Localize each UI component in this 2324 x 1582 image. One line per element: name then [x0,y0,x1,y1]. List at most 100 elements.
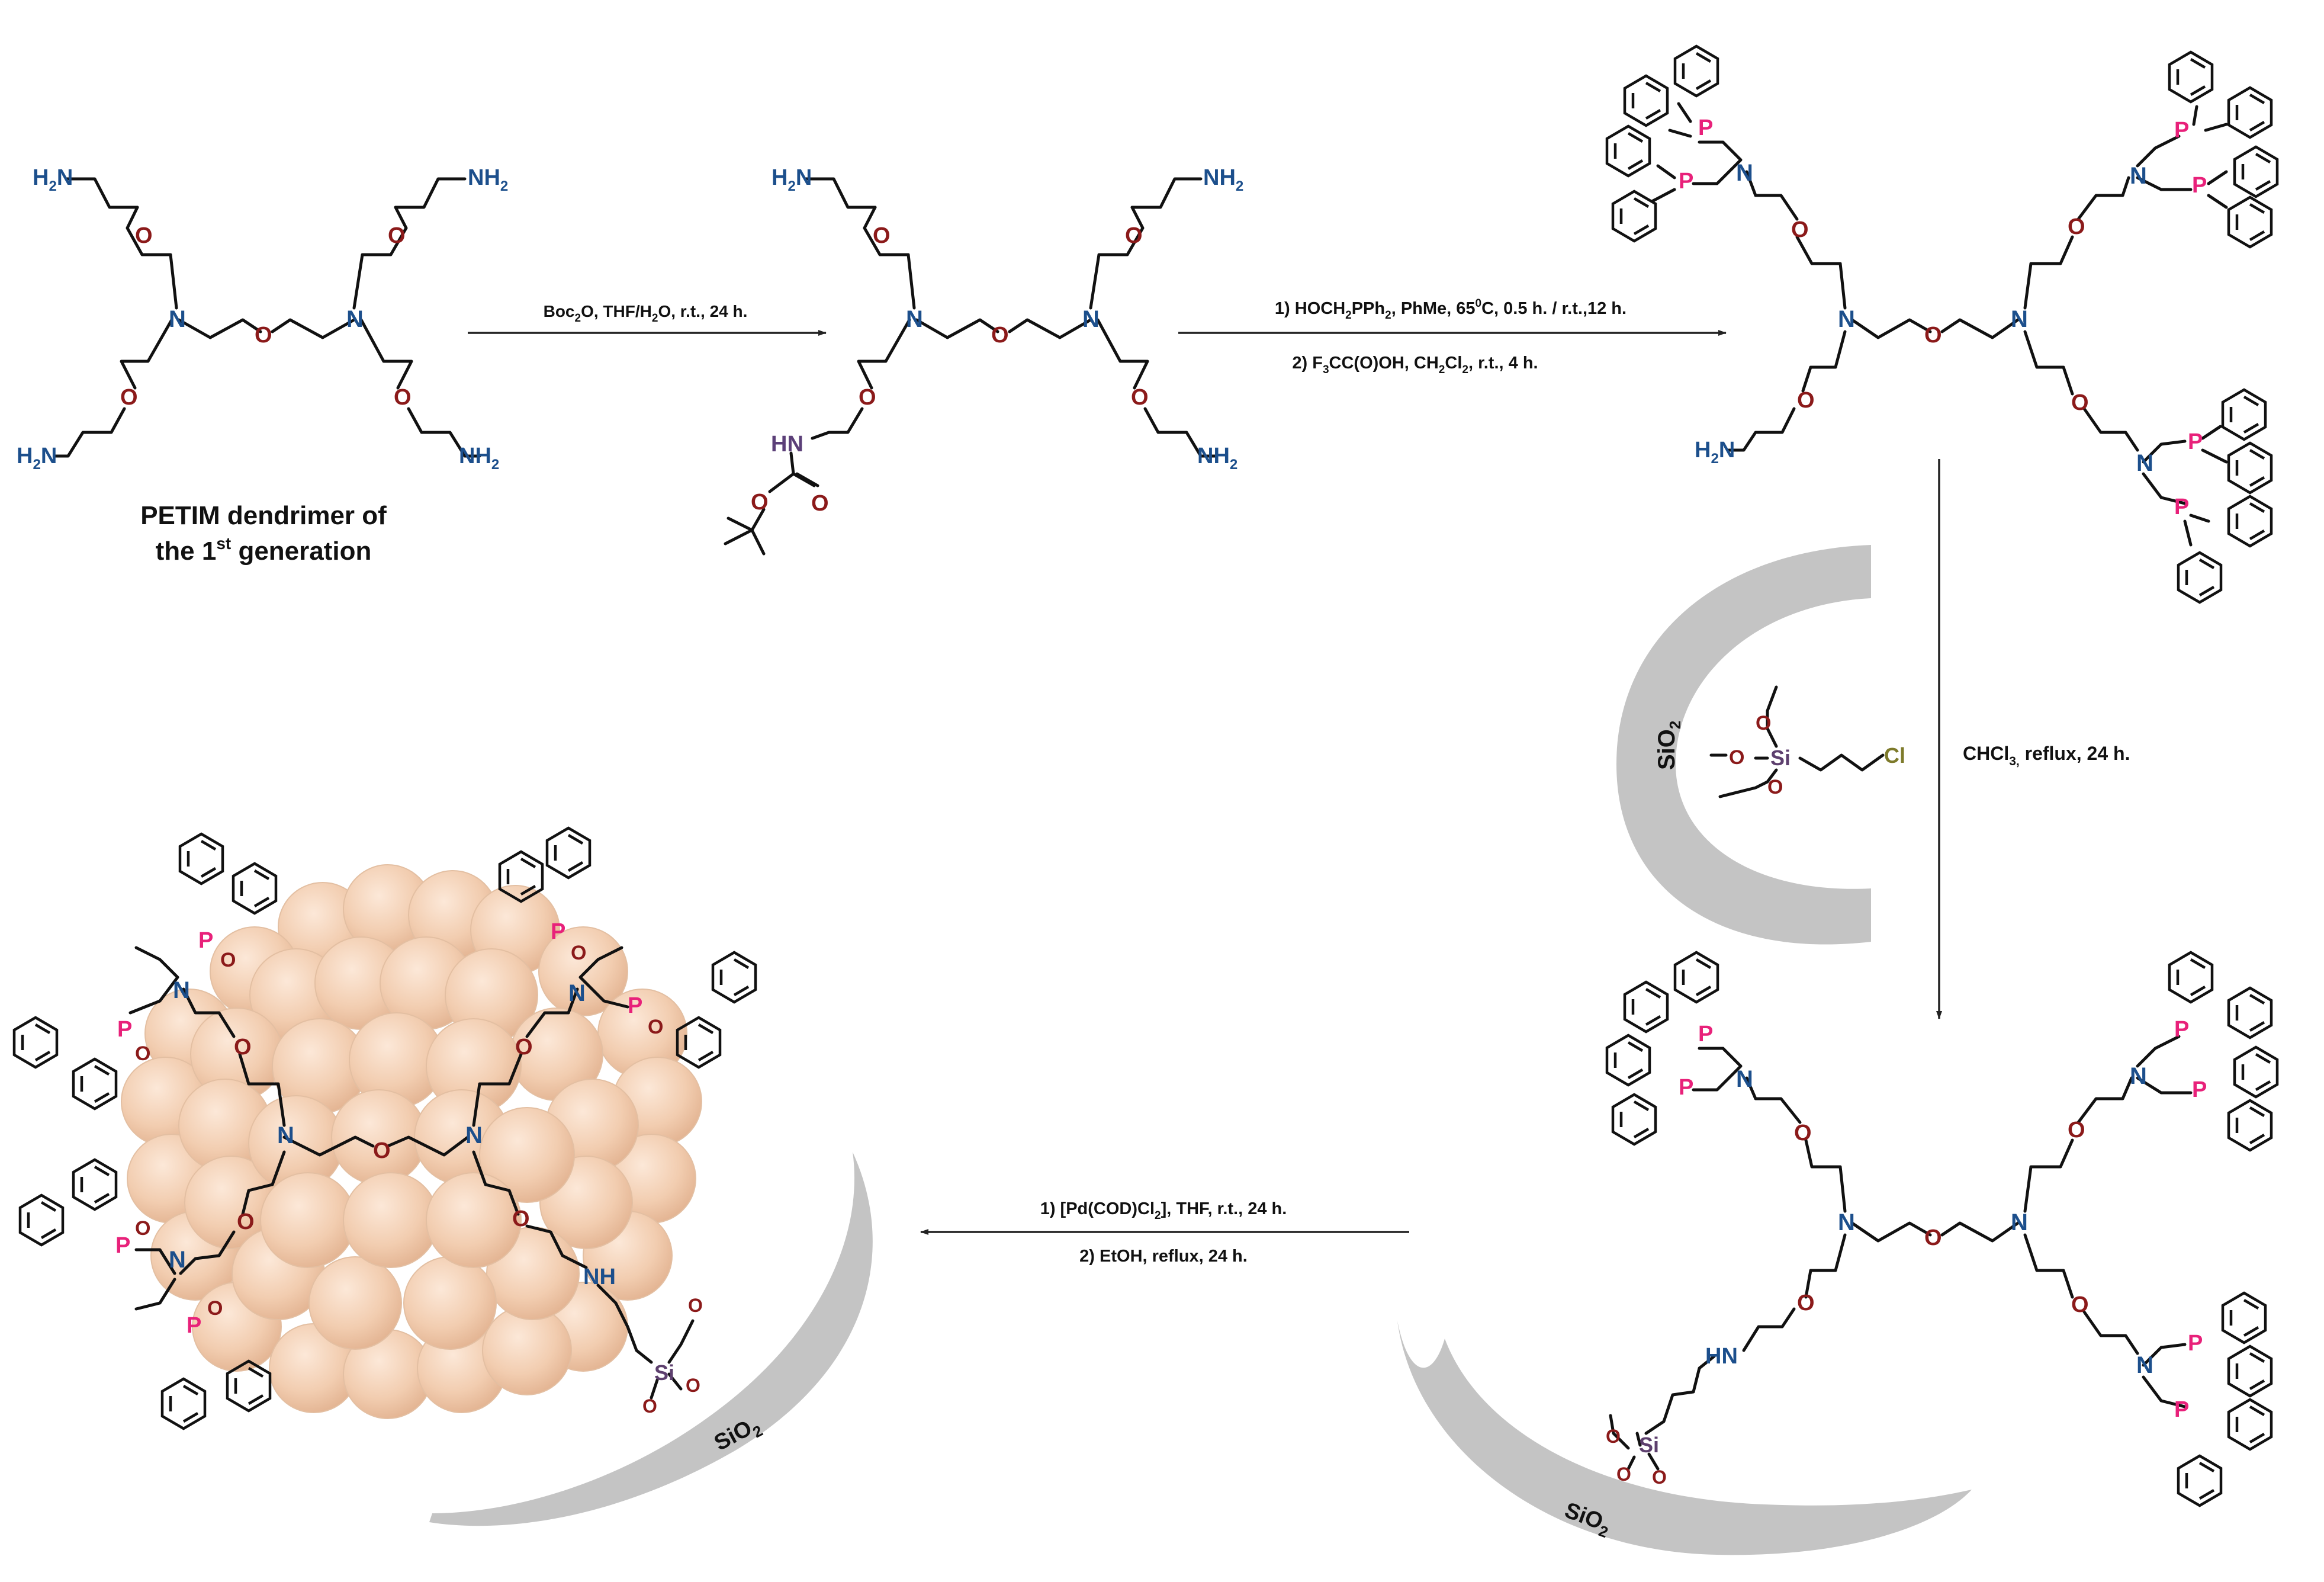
silica-support-bottom-right [1397,1321,1972,1555]
svg-text:O: O [1606,1426,1621,1447]
svg-text:NH: NH [583,1265,616,1289]
svg-text:P: P [2192,173,2207,198]
svg-text:O: O [991,323,1009,348]
pd-nanoparticle [121,864,702,1419]
svg-text:P: P [2174,1397,2189,1422]
svg-text:P: P [1679,1075,1693,1100]
svg-text:H2N: H2N [17,444,57,473]
svg-text:O: O [255,323,272,348]
svg-text:HN: HN [1705,1344,1738,1369]
svg-text:O: O [1791,217,1809,242]
svg-text:O: O [135,1217,150,1240]
svg-text:O: O [1756,712,1771,734]
svg-text:N: N [169,1247,186,1273]
svg-text:H2N: H2N [1695,438,1735,467]
chloropropylsilane-reagent: O O O Si Cl SiO2 [1654,685,1905,798]
svg-text:N: N [906,306,923,332]
svg-text:O: O [648,1016,663,1038]
svg-text:O: O [1125,223,1143,248]
svg-text:O: O [686,1375,700,1396]
svg-text:N: N [2136,450,2153,476]
svg-text:P: P [2174,118,2189,143]
svg-text:N: N [465,1122,483,1148]
svg-text:H2N: H2N [33,165,73,194]
svg-text:NH2: NH2 [459,444,499,473]
svg-text:N: N [2136,1352,2153,1378]
svg-text:N: N [2011,306,2028,332]
svg-text:O: O [234,1035,252,1060]
svg-text:P: P [1698,1022,1713,1047]
svg-text:O: O [859,385,876,410]
condition-step4a: 1) [Pd(COD)Cl2], THF, r.t., 24 h. [1040,1199,1287,1222]
svg-text:P: P [2174,495,2189,519]
svg-text:SiO2: SiO2 [1654,721,1684,770]
svg-text:O: O [2071,390,2089,415]
svg-text:O: O [873,223,891,248]
petim-caption-line2: the 1st generation [156,534,372,566]
svg-text:O: O [688,1295,703,1316]
svg-text:O: O [1729,746,1744,769]
svg-text:O: O [1794,1121,1812,1145]
svg-text:P: P [117,1017,132,1042]
condition-step3: CHCl3, reflux, 24 h. [1963,743,2130,768]
svg-text:O: O [571,942,586,964]
svg-text:O: O [135,223,153,248]
svg-text:N: N [173,977,190,1003]
svg-text:P: P [198,928,213,953]
condition-step2a: 1) HOCH2PPh2, PhMe, 650C, 0.5 h. / r.t.,… [1275,297,1627,322]
svg-text:O: O [1797,1291,1815,1315]
molecule-boc-protected: H2N O N O HN O O O N O NH2 O NH2 [724,165,1243,556]
svg-text:N: N [2130,1063,2147,1089]
svg-text:O: O [207,1297,223,1320]
svg-text:O: O [373,1138,391,1163]
svg-text:O: O [512,1206,530,1231]
svg-text:P: P [1679,169,1693,194]
svg-text:NH2: NH2 [1197,444,1237,473]
svg-text:N: N [1838,306,1855,332]
svg-text:P: P [2174,1017,2189,1042]
svg-text:Si: Si [1770,746,1791,770]
svg-text:H2N: H2N [772,165,812,194]
svg-text:N: N [277,1122,294,1148]
svg-text:Cl: Cl [1884,743,1905,768]
svg-text:O: O [120,385,138,410]
svg-text:N: N [2130,163,2147,189]
svg-text:P: P [2188,429,2203,454]
svg-text:O: O [2068,214,2085,239]
svg-text:N: N [346,306,364,332]
molecule-petim: H2N O N O H2N O N O NH2 O NH2 [17,165,508,473]
svg-text:NH2: NH2 [468,165,508,194]
svg-text:Si: Si [1639,1433,1659,1457]
svg-text:P: P [551,919,565,944]
molecule-phosphinated: P P N O N O H2N O N O N P P O N P P [1607,46,2277,602]
svg-text:O: O [515,1035,533,1060]
svg-text:O: O [642,1395,657,1417]
svg-text:O: O [1767,776,1783,798]
svg-text:O: O [1616,1464,1631,1485]
svg-text:P: P [2188,1331,2203,1356]
svg-text:O: O [751,490,769,515]
silica-support-bottom-left [429,1152,873,1526]
svg-text:O: O [1924,1225,1942,1250]
svg-text:N: N [2011,1209,2028,1236]
svg-text:N: N [1082,306,1100,332]
molecule-pd-nanocatalyst: P O N P O O N O O N O N P O P O O NH Si … [14,828,766,1456]
svg-text:P: P [2192,1077,2207,1102]
petim-caption-line1: PETIM dendrimer of [140,501,387,530]
svg-text:O: O [135,1042,150,1065]
condition-step2b: 2) F3CC(O)OH, CH2Cl2, r.t., 4 h. [1292,354,1538,376]
svg-text:Si: Si [654,1360,674,1385]
svg-text:O: O [388,223,406,248]
svg-text:O: O [2071,1292,2089,1317]
svg-text:O: O [811,491,829,516]
svg-text:NH2: NH2 [1203,165,1243,194]
svg-text:P: P [187,1313,201,1338]
svg-text:N: N [1736,1066,1753,1092]
svg-text:P: P [115,1233,130,1258]
svg-text:O: O [1924,323,1942,348]
svg-text:N: N [1736,160,1753,186]
svg-text:O: O [1131,385,1149,410]
molecule-grafted: P P N O N O HN Si O O O O N O N P P O N … [1561,952,2277,1541]
svg-text:HN: HN [771,432,803,457]
